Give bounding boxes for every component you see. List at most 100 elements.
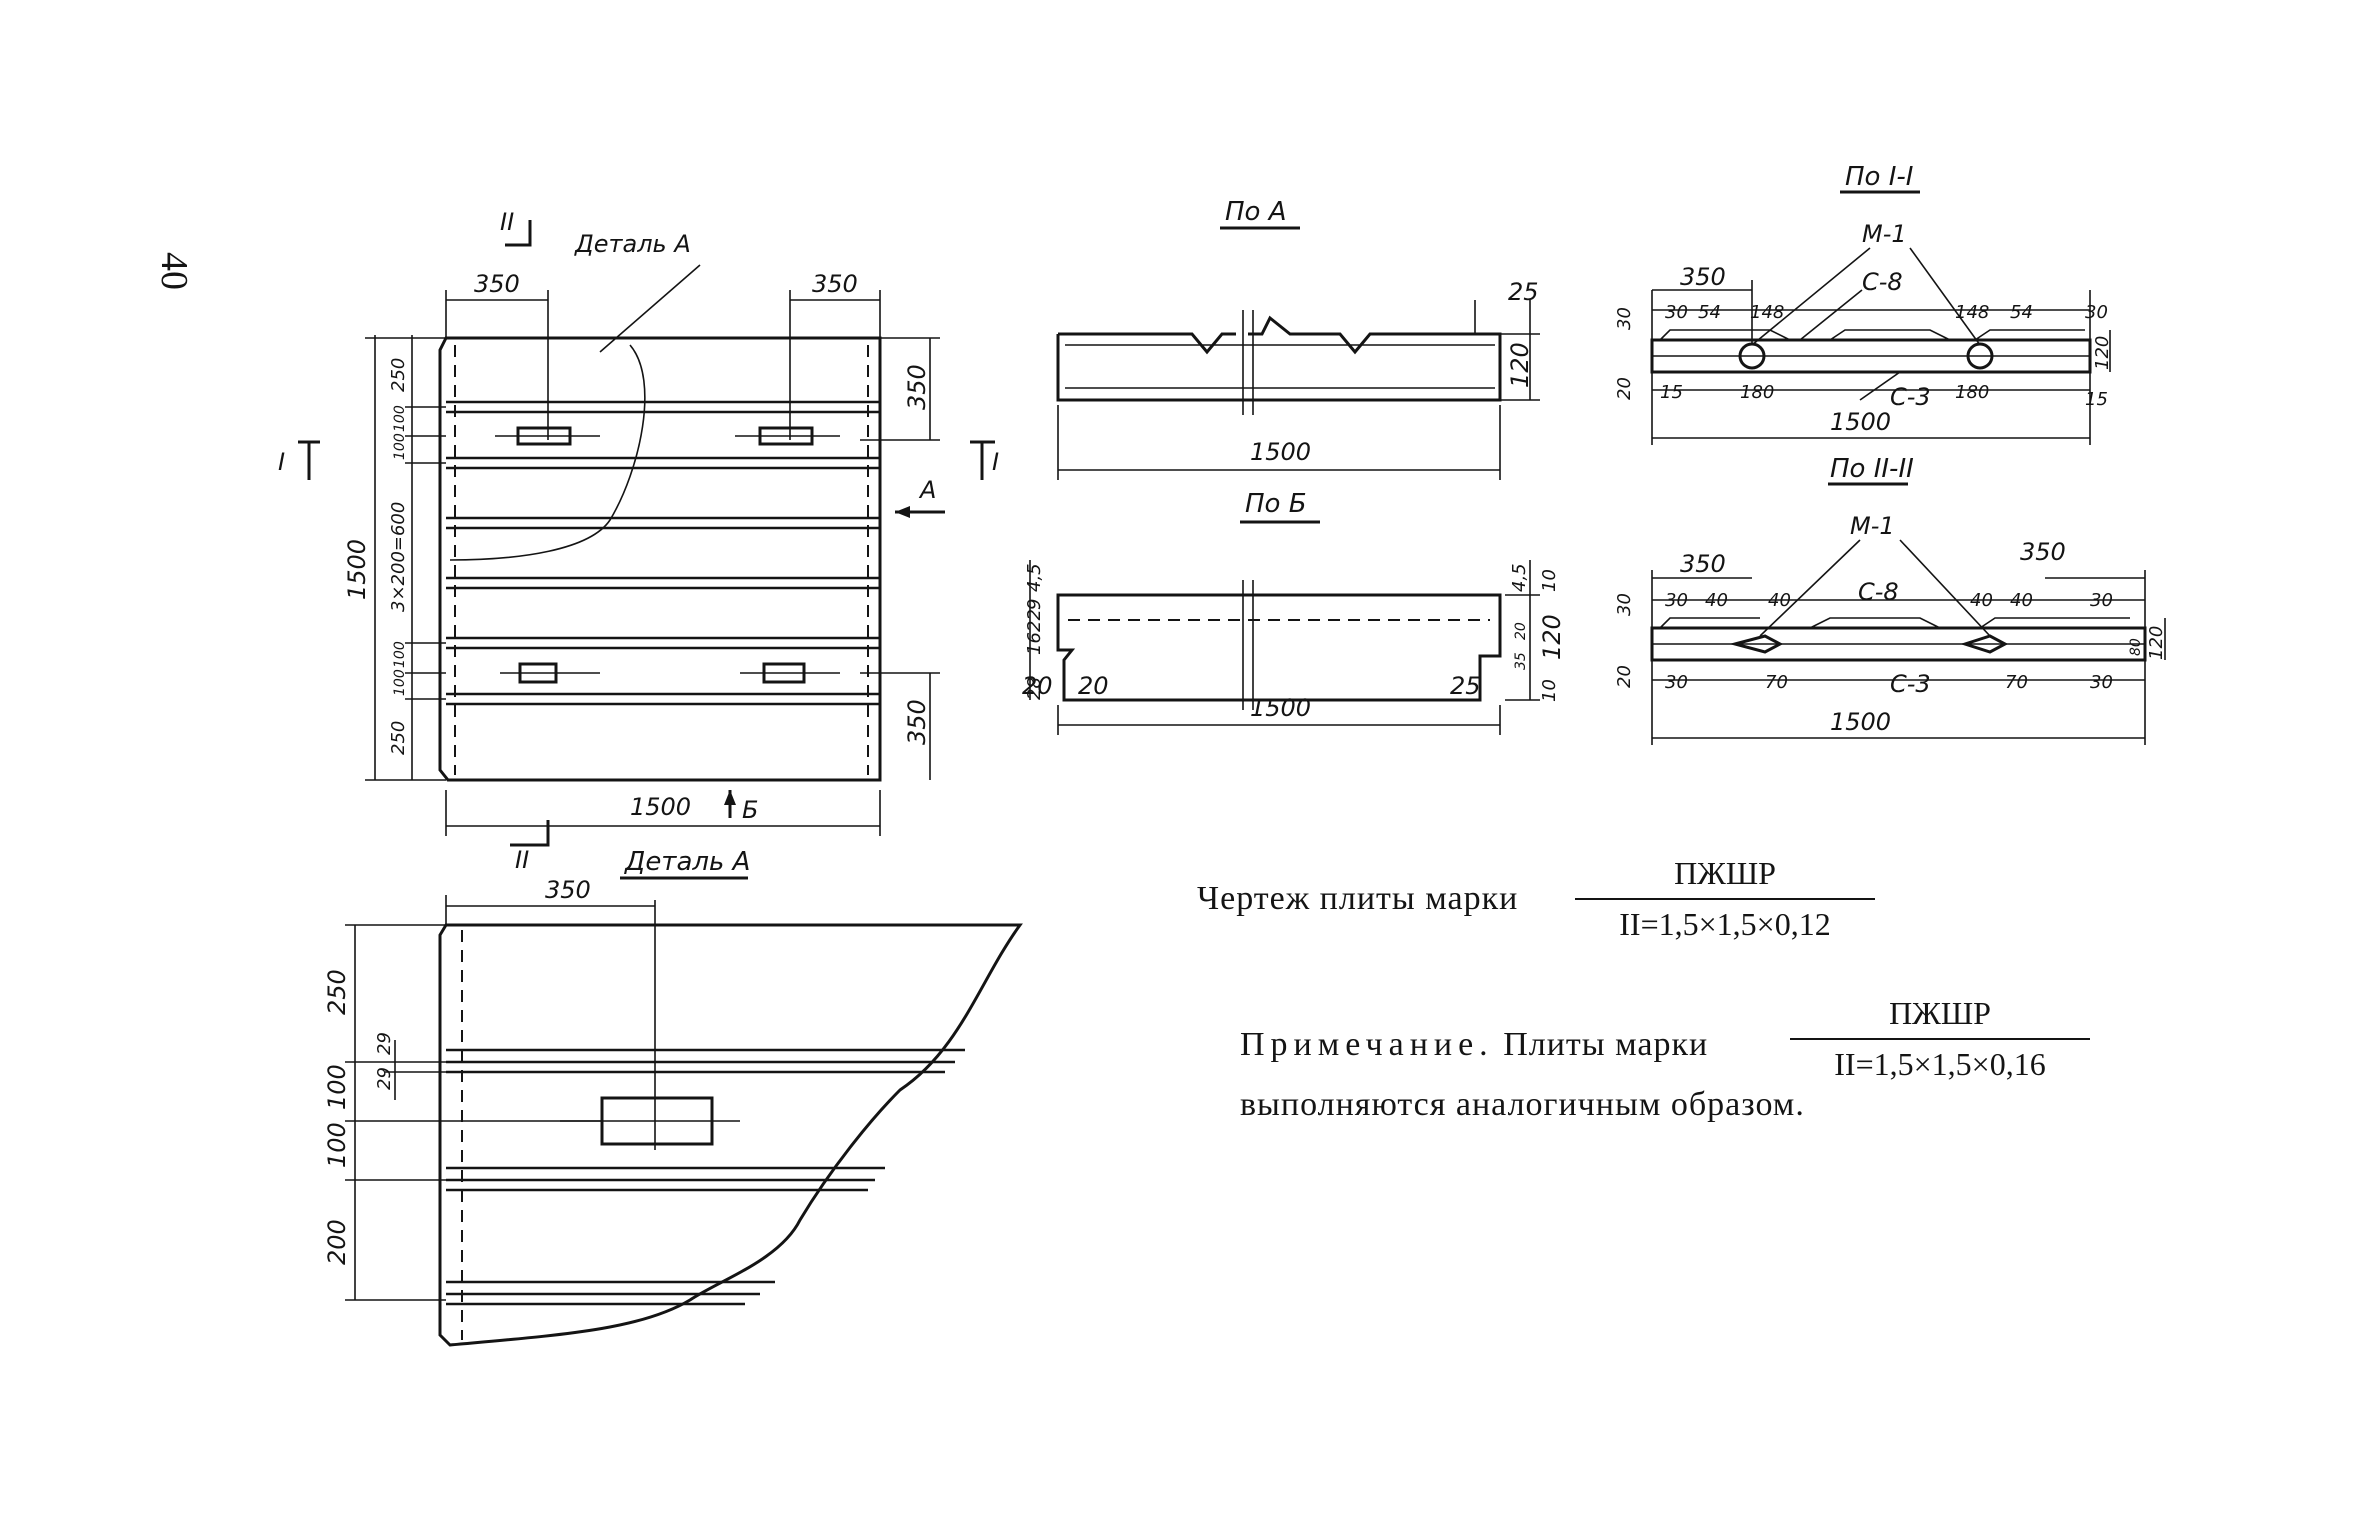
- section-2-dim-right-80: 80: [2128, 638, 2144, 656]
- section-2-dim-top-right: 350: [2020, 538, 2066, 566]
- view-b-dim-length: 1500: [1250, 694, 1311, 722]
- plan-dim-bottom-overall: 1500: [630, 793, 691, 821]
- section-1-dim-bot-180a: 180: [1740, 382, 1774, 403]
- view-b-right-stack-3: 35: [1513, 652, 1529, 670]
- section-2-dim-right-40b: 40: [2010, 590, 2033, 611]
- view-b-right-stack-2: 20: [1513, 622, 1529, 640]
- plan-dim-top-right: 350: [812, 270, 858, 298]
- plan-dim-top-left: 350: [474, 270, 520, 298]
- note-prefix: Плиты марки: [1503, 1026, 1709, 1063]
- caption-denominator: II=1,5×1,5×0,12: [1619, 906, 1831, 942]
- view-b-right-stack-0: 4,5: [1509, 563, 1530, 592]
- section-1-dim-left-148: 148: [1750, 302, 1784, 323]
- section-2-dim-left-30: 30: [1665, 590, 1688, 611]
- section-1-title: По I-I: [1845, 162, 1913, 192]
- plan-view: [298, 220, 995, 847]
- note-fraction: ПЖШР II=1,5×1,5×0,16: [1790, 995, 2090, 1083]
- view-b-right-stack-4: 10: [1539, 679, 1560, 702]
- view-b-right-stack-1: 10: [1539, 569, 1560, 592]
- section-1-dim-right-15: 15: [2085, 389, 2108, 410]
- plan-dim-left-100d: 100: [392, 669, 408, 696]
- view-b-left-stack-3: 16: [1024, 632, 1045, 655]
- section-2-label-c8: С-8: [1858, 578, 1899, 606]
- plan-dim-left-bottom: 250: [388, 721, 409, 755]
- plan-view-arrow-a: А: [918, 476, 936, 504]
- plan-dim-left-100b: 100: [392, 433, 408, 460]
- note-numerator: ПЖШР: [1790, 995, 2090, 1040]
- section-1-dim-right-30: 30: [2085, 302, 2108, 323]
- detail-a-dim-29b: 29: [374, 1067, 395, 1090]
- detail-a: [345, 876, 1023, 1347]
- plan-dim-left-100c: 100: [392, 641, 408, 668]
- section-2-title: По II-II: [1830, 454, 1914, 484]
- view-a-title: По А: [1225, 197, 1287, 227]
- section-1-dim-top-left: 350: [1680, 263, 1726, 291]
- page-number: 40: [153, 252, 195, 290]
- plan-ribs: [446, 400, 880, 706]
- section-2-dim-bot-30a: 30: [1665, 672, 1688, 693]
- plan-section-mark-right: I: [992, 448, 999, 476]
- note-suffix: выполняются аналогичным образом.: [1240, 1086, 1805, 1123]
- section-2-dim-length: 1500: [1830, 708, 1891, 736]
- view-b-left-stack-4: 28: [1024, 677, 1045, 700]
- plan-dim-left-100a: 100: [392, 405, 408, 432]
- plan-section-mark-left: I: [278, 448, 285, 476]
- section-2-dim-left-vert-30: 30: [1614, 593, 1635, 616]
- section-1-dim-right-148: 148: [1955, 302, 1989, 323]
- note-line-2: выполняются аналогичным образом.: [1240, 1086, 1805, 1124]
- section-2-dim-bot-70b: 70: [2005, 672, 2028, 693]
- section-2-dim-bot-70a: 70: [1765, 672, 1788, 693]
- plan-view-arrow-b: Б: [742, 796, 758, 824]
- detail-a-dim-100b: 100: [323, 1122, 351, 1168]
- section-1-label-m1: М-1: [1862, 220, 1907, 248]
- plan-section-mark-top: II: [500, 208, 514, 236]
- view-a: [1056, 226, 1540, 480]
- view-b-left-bottom-b: 20: [1078, 672, 1109, 700]
- view-a-dim-height: 120: [1506, 342, 1534, 388]
- view-b-right-height: 120: [1538, 614, 1566, 660]
- section-2-dim-left-40a: 40: [1705, 590, 1728, 611]
- view-b-left-stack-1: 9: [1024, 599, 1045, 610]
- plan-section-mark-bottom: II: [515, 846, 529, 874]
- view-b-title: По Б: [1245, 489, 1307, 519]
- section-2-label-c3: С-3: [1890, 670, 1931, 698]
- detail-a-title: Деталь А: [624, 847, 750, 877]
- plan-detail-callout: Деталь А: [574, 230, 691, 258]
- detail-a-dim-29a: 29: [374, 1032, 395, 1055]
- section-1-dim-bot-180b: 180: [1955, 382, 1989, 403]
- section-1-dim-right-120: 120: [2092, 336, 2113, 370]
- view-a-dim-length: 1500: [1250, 438, 1311, 466]
- caption-prefix: Чертеж плиты марки: [1197, 880, 1519, 917]
- plan-dim-left-top: 250: [388, 358, 409, 392]
- view-b-left-stack-2: 22: [1024, 609, 1045, 632]
- section-2-dim-bot-30b: 30: [2090, 672, 2113, 693]
- section-2-dim-right-30: 30: [2090, 590, 2113, 611]
- detail-a-dim-top: 350: [545, 876, 591, 904]
- caption-numerator: ПЖШР: [1575, 855, 1875, 900]
- section-2-dim-left-vert-20: 20: [1614, 665, 1635, 688]
- section-1-dim-left-54: 54: [1698, 302, 1721, 323]
- view-a-dim-top: 25: [1508, 278, 1539, 306]
- note-denominator: II=1,5×1,5×0,16: [1834, 1046, 2046, 1082]
- section-1-dim-right-54: 54: [2010, 302, 2033, 323]
- view-b: [1029, 520, 1540, 735]
- section-1-dim-left-30: 30: [1665, 302, 1688, 323]
- plan-dim-right-bottom: 350: [903, 699, 931, 745]
- section-2-dim-right-120: 120: [2146, 626, 2167, 660]
- plan-dim-left-mid: 3×200=600: [388, 502, 409, 612]
- drawing-caption: Чертеж плиты марки: [1197, 880, 1518, 918]
- detail-a-dim-250: 250: [323, 969, 351, 1015]
- plan-dim-left-overall: 1500: [343, 539, 371, 600]
- section-2-dim-top-left: 350: [1680, 550, 1726, 578]
- section-1-label-c3: С-3: [1890, 383, 1931, 411]
- section-1-dim-left-vert-20: 20: [1614, 377, 1635, 400]
- note-label: Примечание.: [1240, 1026, 1494, 1063]
- view-b-right-bottom: 25: [1450, 672, 1481, 700]
- section-2: [1650, 482, 2166, 745]
- section-2-dim-right-40a: 40: [1970, 590, 1993, 611]
- section-2-label-m1: М-1: [1850, 512, 1895, 540]
- view-b-left-stack-0: 4,5: [1024, 563, 1045, 592]
- section-1-dim-left-vert-30: 30: [1614, 307, 1635, 330]
- section-1: [1650, 190, 2111, 445]
